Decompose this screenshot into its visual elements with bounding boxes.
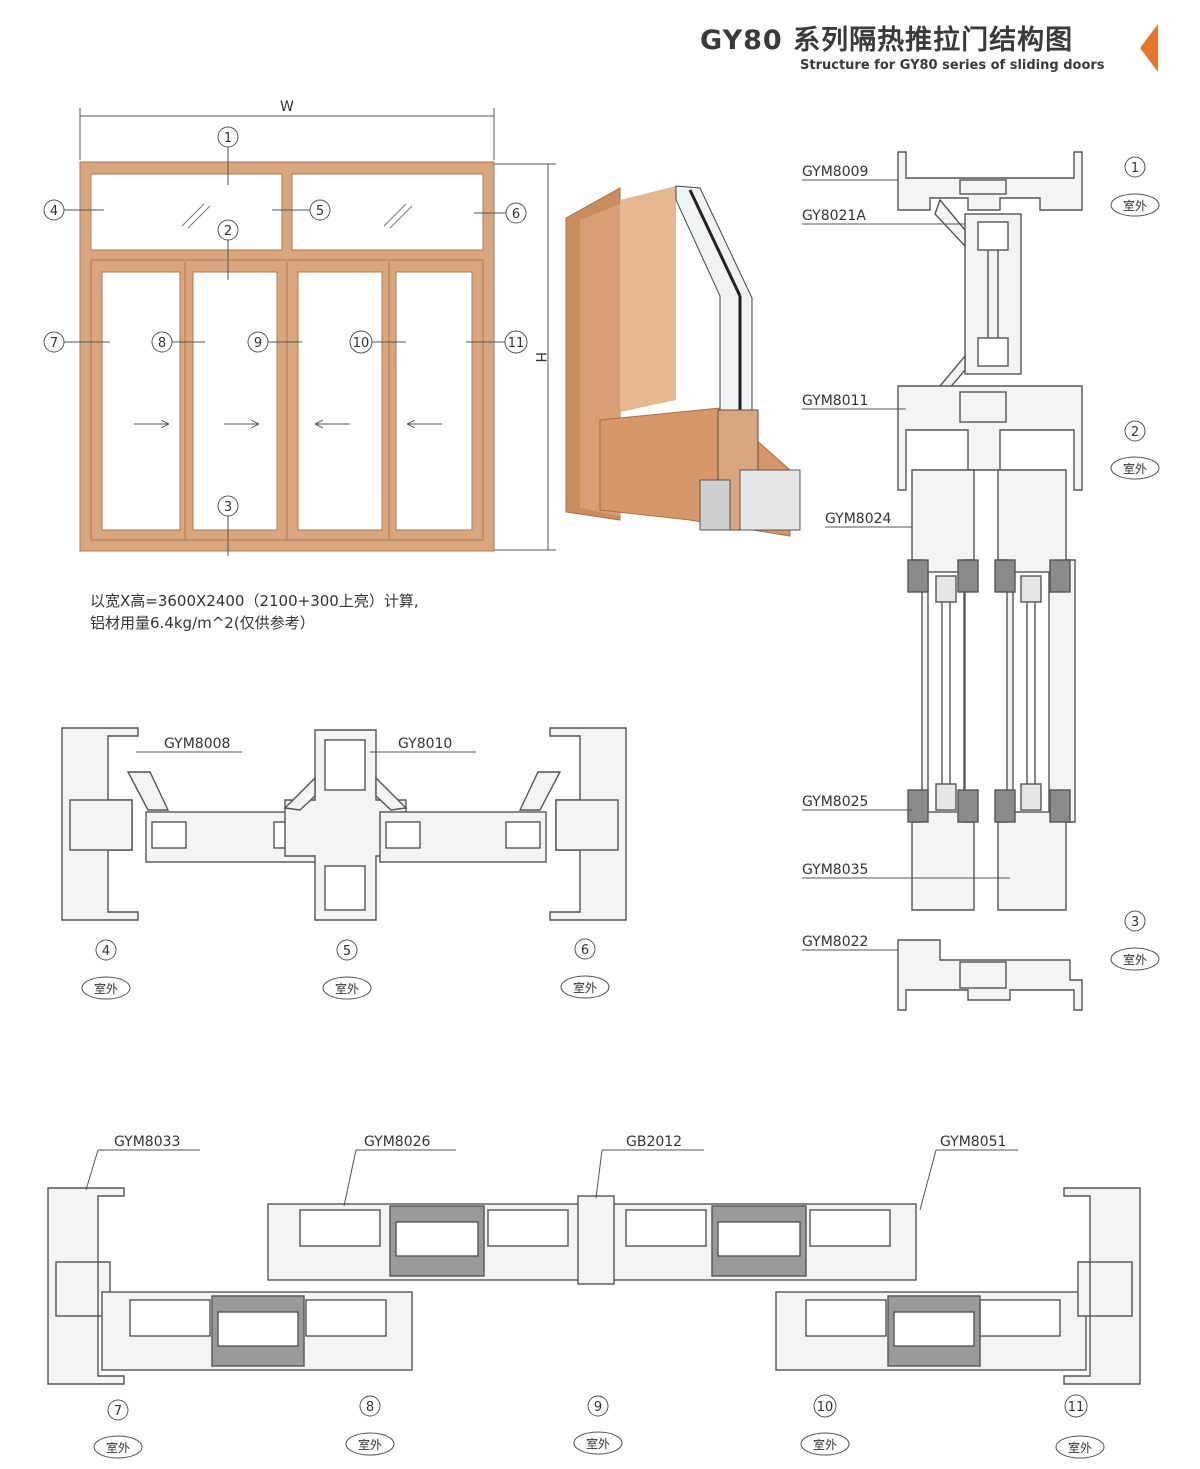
svg-text:室外: 室外	[94, 981, 118, 996]
label-gym8025: GYM8025	[802, 794, 868, 810]
transom-horizontal-section	[61, 727, 627, 921]
svg-text:10: 10	[817, 1400, 834, 1415]
marker-2: 2	[217, 219, 239, 280]
svg-text:8: 8	[366, 1400, 374, 1415]
svg-text:6: 6	[512, 207, 520, 222]
th-tag-6: 室外	[560, 975, 610, 999]
label-gym8009: GYM8009	[802, 164, 868, 180]
note-line-1: 以宽X高=3600X2400（2100+300上亮）计算,	[90, 592, 419, 610]
svg-text:1: 1	[1131, 161, 1139, 176]
svg-text:10: 10	[353, 336, 370, 351]
bh-marker-10: 10	[813, 1394, 837, 1418]
corner-3d-render	[565, 185, 801, 537]
svg-text:6: 6	[581, 943, 589, 958]
svg-text:9: 9	[254, 336, 262, 351]
label-gym8026: GYM8026	[364, 1134, 431, 1150]
vs-tag-3: 室外	[1110, 947, 1160, 971]
marker-1: 1	[217, 126, 239, 185]
th-marker-5: 5	[336, 939, 358, 961]
th-marker-6: 6	[574, 938, 596, 960]
vs-tag-1: 室外	[1110, 193, 1160, 217]
bh-tag-9: 室外	[573, 1431, 623, 1455]
vs-marker-2: 2	[1124, 420, 1146, 442]
vertical-section-labels: GYM8009 GY8021A GYM8011 GYM8024 GYM8025 …	[802, 156, 1160, 971]
marker-8: 8	[151, 331, 205, 353]
marker-10: 10	[349, 330, 406, 354]
vs-tag-2: 室外	[1110, 456, 1160, 480]
svg-text:室外: 室外	[335, 981, 359, 996]
vs-marker-1: 1	[1124, 156, 1146, 178]
transom-section-labels: GYM8008 GY8010 4 室外 5 室外 6 室外	[81, 736, 610, 1000]
vs-marker-3: 3	[1124, 910, 1146, 932]
label-gym8011: GYM8011	[802, 393, 868, 409]
marker-6: 6	[474, 202, 527, 224]
th-marker-4: 4	[95, 939, 117, 961]
marker-9: 9	[247, 331, 302, 353]
width-label: W	[280, 99, 294, 115]
svg-text:2: 2	[224, 224, 232, 239]
marker-4: 4	[43, 199, 104, 221]
svg-text:11: 11	[1068, 1400, 1085, 1415]
svg-text:3: 3	[224, 500, 232, 515]
label-gy8021a: GY8021A	[802, 208, 866, 224]
th-tag-5: 室外	[322, 976, 372, 1000]
bh-tag-7: 室外	[93, 1435, 143, 1459]
label-gym8035: GYM8035	[802, 862, 868, 878]
svg-text:5: 5	[343, 944, 351, 959]
bh-marker-8: 8	[359, 1395, 381, 1417]
svg-text:8: 8	[158, 336, 166, 351]
svg-text:9: 9	[594, 1400, 602, 1415]
label-gy8010: GY8010	[398, 736, 452, 752]
svg-text:3: 3	[1131, 915, 1139, 930]
bh-marker-11: 11	[1064, 1394, 1088, 1418]
svg-text:室外: 室外	[1123, 952, 1147, 967]
svg-text:室外: 室外	[586, 1436, 610, 1451]
svg-text:7: 7	[114, 1404, 122, 1419]
page-subtitle: Structure for GY80 series of sliding doo…	[800, 58, 1105, 73]
leaf-horizontal-section	[47, 1187, 1141, 1385]
svg-text:室外: 室外	[813, 1437, 837, 1452]
leaf-section-labels: GYM8033 GYM8026 GB2012 GYM8051 7 室外 8 室外…	[85, 1134, 1105, 1459]
svg-text:7: 7	[50, 336, 58, 351]
svg-text:4: 4	[50, 204, 58, 219]
height-label: H	[532, 352, 548, 363]
bh-marker-9: 9	[587, 1395, 609, 1417]
door-elevation: W H 1 2 3 4 5 6 7 8 9	[43, 99, 556, 556]
label-gym8022: GYM8022	[802, 934, 868, 950]
marker-7: 7	[43, 331, 110, 353]
marker-5: 5	[272, 199, 331, 221]
marker-11: 11	[466, 330, 528, 354]
vertical-section	[897, 151, 1083, 1011]
svg-text:室外: 室外	[573, 980, 597, 995]
svg-text:4: 4	[102, 944, 110, 959]
svg-text:室外: 室外	[1068, 1440, 1092, 1455]
bh-tag-10: 室外	[800, 1432, 850, 1456]
bh-tag-11: 室外	[1055, 1435, 1105, 1459]
label-gb2012: GB2012	[626, 1134, 682, 1150]
label-gym8008: GYM8008	[164, 736, 230, 752]
svg-text:11: 11	[508, 336, 525, 351]
svg-text:室外: 室外	[106, 1440, 130, 1455]
label-gym8051: GYM8051	[940, 1134, 1006, 1150]
svg-text:室外: 室外	[1123, 461, 1147, 476]
svg-text:2: 2	[1131, 425, 1139, 440]
svg-text:室外: 室外	[358, 1437, 382, 1452]
bh-tag-8: 室外	[345, 1432, 395, 1456]
page-title: GY80 系列隔热推拉门结构图	[700, 25, 1074, 56]
th-tag-4: 室外	[81, 976, 131, 1000]
header-accent-arrow	[1140, 24, 1158, 72]
label-gym8033: GYM8033	[114, 1134, 180, 1150]
marker-3: 3	[217, 495, 239, 556]
svg-text:1: 1	[224, 131, 232, 146]
label-gym8024: GYM8024	[825, 511, 892, 527]
svg-text:5: 5	[316, 204, 324, 219]
note-line-2: 铝材用量6.4kg/m^2(仅供参考）	[90, 614, 315, 632]
svg-text:室外: 室外	[1123, 198, 1147, 213]
bh-marker-7: 7	[107, 1399, 129, 1421]
